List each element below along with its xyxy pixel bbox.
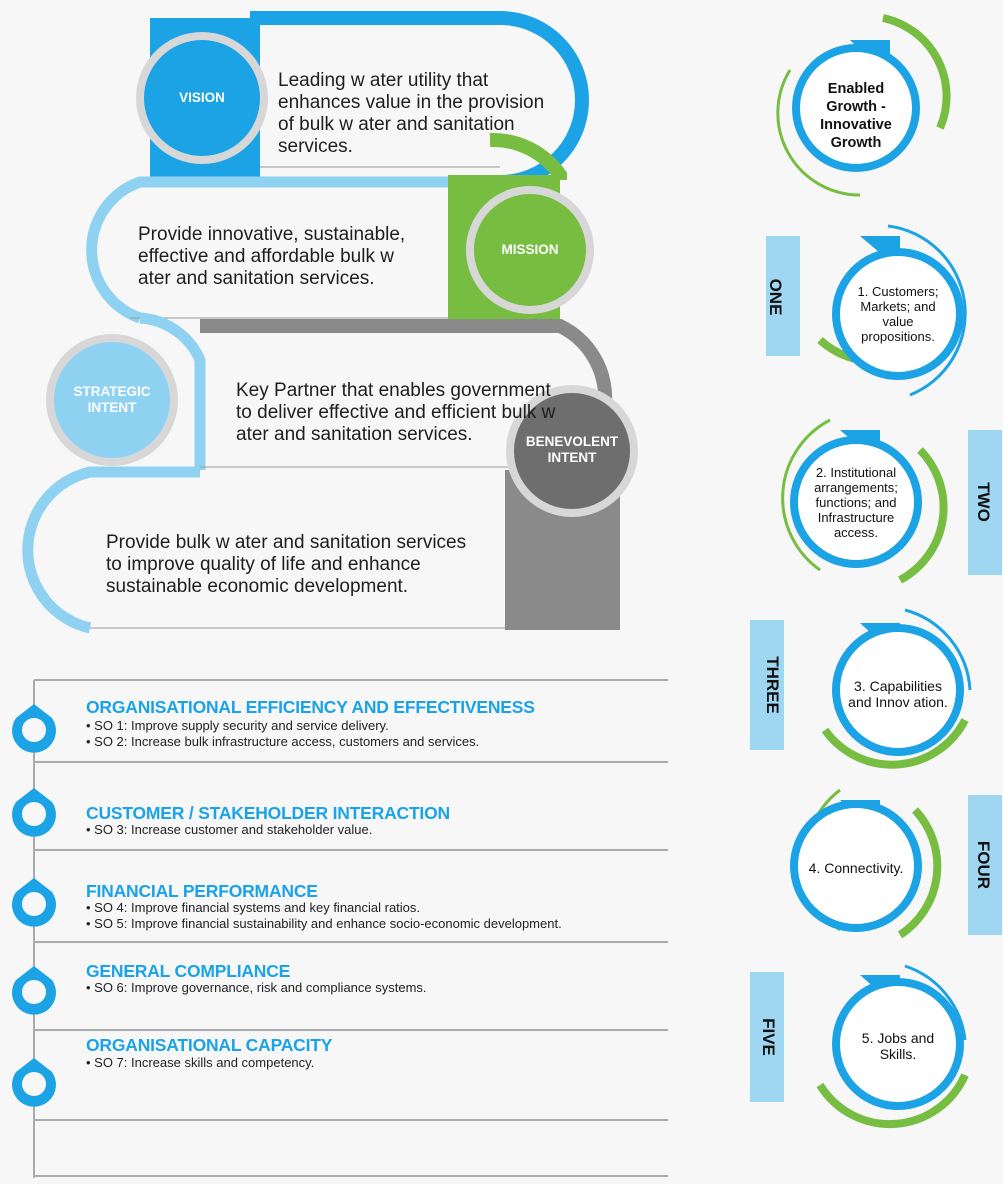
objective-item: • SO 3: Increase customer and stakeholde…: [86, 822, 373, 837]
pillar-text: 2. Institutional arrangements; functions…: [814, 464, 898, 540]
objective-item: • SO 7: Increase skills and competency.: [86, 1055, 315, 1070]
objective-title: FINANCIAL PERFORMANCE: [86, 881, 318, 901]
droplet-icon: [12, 966, 57, 1015]
benevolent-intent-label: BENEVOLENT INTENT: [525, 434, 619, 465]
pillar-text: 5. Jobs and Skills.: [861, 1030, 935, 1062]
pillars-graphics: [750, 14, 1002, 1129]
pillar-number: FIVE: [759, 1018, 778, 1056]
objective-title: ORGANISATIONAL EFFICIENCY AND EFFECTIVEN…: [86, 697, 535, 717]
benevolent-intent-statement: Provide bulk w ater and sanitation servi…: [106, 532, 467, 597]
droplet-icon: [12, 1058, 56, 1107]
pillar-text: 3. Capabilities and Innov ation.: [848, 678, 948, 710]
mission-label: MISSION: [501, 242, 559, 257]
pillar-number: ONE: [766, 278, 785, 316]
pillar-four-circle: [790, 788, 1002, 939]
benevolent-circle: [506, 385, 638, 517]
droplet-icon: [12, 788, 56, 837]
pillar-text: 4. Connectivity.: [808, 859, 904, 876]
strategic-curve: [139, 312, 206, 470]
objective-item: • SO 4: Improve financial systems and ke…: [86, 900, 421, 915]
pillar-five-circle: [750, 964, 969, 1129]
pillar-number: FOUR: [974, 840, 993, 890]
objective-title: GENERAL COMPLIANCE: [86, 961, 291, 981]
droplet-icon: [12, 704, 56, 753]
pillar-one-circle: [766, 224, 967, 397]
benevolent-curve: [22, 466, 200, 634]
mission-statement: Provide innovative, sustainable, effecti…: [138, 224, 406, 289]
objective-item: • SO 5: Improve financial sustainability…: [86, 916, 562, 931]
strategic-intent-statement: Key Partner that enables government to d…: [236, 380, 556, 445]
vision-circle: [136, 32, 268, 164]
objective-item: • SO 2: Increase bulk infrastructure acc…: [86, 734, 480, 749]
vision-statement: Leading w ater utility that enhances val…: [278, 70, 545, 157]
growth-circle: [776, 14, 951, 197]
pillar-three-circle: [750, 608, 972, 769]
strategic-circle: [46, 334, 178, 466]
pillar-number: TWO: [974, 482, 993, 522]
objective-title: ORGANISATIONAL CAPACITY: [86, 1035, 333, 1055]
objective-title: CUSTOMER / STAKEHOLDER INTERACTION: [86, 803, 450, 823]
pillar-text: 1. Customers; Markets; and value proposi…: [857, 284, 939, 344]
objective-item: • SO 6: Improve governance, risk and com…: [86, 980, 427, 995]
mission-top-curve: [489, 132, 567, 180]
pillar-two-circle: [781, 418, 1002, 584]
objective-item: • SO 1: Improve supply security and serv…: [86, 718, 389, 733]
vision-curve: [250, 11, 589, 189]
pillar-number: THREE: [763, 656, 782, 714]
droplet-icon: [12, 878, 57, 927]
growth-title: Enabled Growth - Innovative Growth: [820, 81, 892, 151]
mission-circle: [466, 186, 594, 314]
serpentine-path: [22, 11, 638, 634]
objectives-frame: [12, 679, 668, 1178]
vision-label: VISION: [179, 90, 225, 105]
strategic-intent-label: STRATEGIC INTENT: [73, 384, 151, 415]
mission-curve: [86, 176, 500, 324]
